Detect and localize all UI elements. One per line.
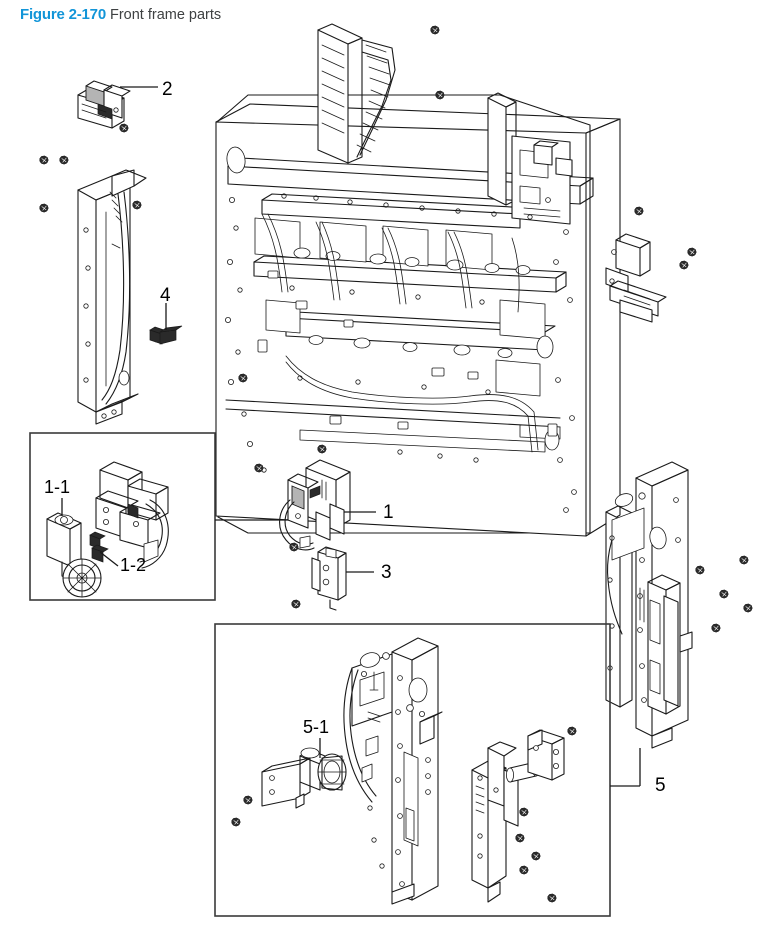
left-side-panel — [77, 169, 147, 425]
leader-1-2 — [99, 551, 119, 567]
right-hinge-latch-assembly — [605, 233, 667, 323]
callout-label-1: 1 — [383, 502, 394, 523]
detail-box-1 — [29, 432, 216, 601]
callout-label-4: 4 — [160, 285, 171, 306]
callout-label-3: 3 — [381, 562, 392, 583]
part-5-right-bracket — [605, 461, 693, 749]
detail-5-small-plate — [261, 757, 311, 809]
detail-1-housing — [95, 461, 169, 569]
callout-label-1-2: 1-2 — [120, 555, 147, 575]
part-5-1-roller-gear — [299, 738, 347, 791]
figure-number: Figure 2-170 — [20, 6, 106, 23]
part-1-motor-assembly — [279, 444, 351, 551]
detail-5-side-bracket — [471, 741, 519, 903]
detail-5-corner-bracket — [527, 729, 565, 781]
callout-label-5-1: 5-1 — [303, 717, 330, 737]
callout-label-1-1: 1-1 — [44, 477, 71, 497]
main-front-frame — [215, 23, 621, 537]
detail-5-main-bracket — [343, 637, 443, 905]
callout-label-5: 5 — [655, 775, 666, 796]
part-2-upper-bracket — [77, 80, 131, 129]
part-1-2-clips — [89, 531, 109, 563]
part-3-sensor — [311, 546, 347, 611]
detail-box-5 — [214, 623, 611, 917]
part-1-1-motor — [46, 512, 102, 598]
part-4-clip — [149, 325, 183, 345]
detail-1-contents — [46, 461, 169, 598]
detail-5-contents — [231, 637, 577, 905]
callout-label-2: 2 — [162, 79, 173, 100]
motor-gear — [62, 558, 102, 598]
figure-title: Front frame parts — [109, 7, 222, 23]
